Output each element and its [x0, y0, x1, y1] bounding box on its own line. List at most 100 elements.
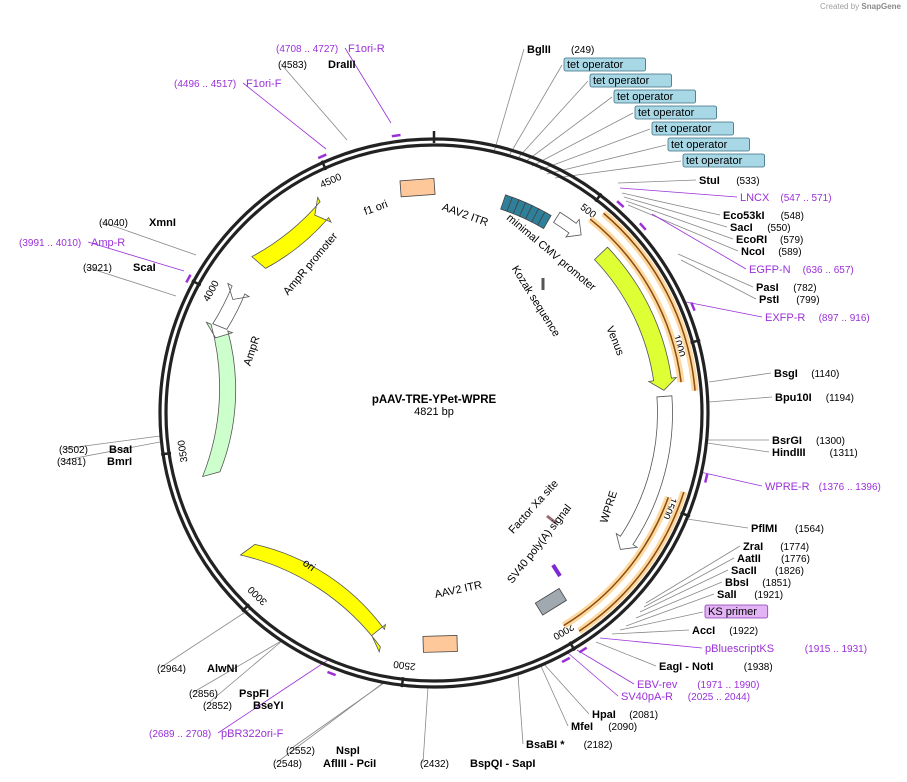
primer-ebv-rev[interactable]: EBV-rev(1971 .. 1990) [637, 679, 759, 691]
site-scai[interactable]: (3921)ScaI [83, 262, 156, 274]
site-mfei[interactable]: (2090)MfeI [571, 721, 637, 733]
site-bmri[interactable]: (3481)BmrI [57, 456, 132, 468]
site-bspqi-sapi[interactable]: (2432)BspQI - SapI [420, 758, 535, 770]
tet-operator-label[interactable]: tet operator [634, 105, 717, 120]
site-bsabi[interactable]: (2182)BsaBI * [526, 739, 613, 751]
site-bseyi[interactable]: (2852)BseYI [203, 700, 284, 712]
primer-pbr322ori-f[interactable]: pBR322ori-F(2689 .. 2708) [149, 728, 284, 740]
ks-primer-label[interactable]: KS primer [704, 604, 769, 619]
tet-operator-label[interactable]: tet operator [682, 153, 765, 168]
site-acci[interactable]: (1922)AccI [692, 625, 758, 637]
label-text: tet operator [617, 91, 674, 103]
label-text: KS primer [708, 606, 757, 618]
ori-label: ori [300, 557, 317, 574]
tet-operator-label[interactable]: tet operator [613, 89, 696, 104]
primer-range: (2025 .. 2044) [688, 692, 750, 703]
primer-f1ori-f[interactable]: F1ori-F(4496 .. 4517) [174, 78, 282, 90]
leader-line [344, 47, 392, 124]
site-name: BsaBI * [526, 739, 565, 751]
site-position: (1921) [754, 590, 783, 601]
ori-feature-arrow[interactable] [239, 543, 387, 654]
site-hpai[interactable]: (2081)HpaI [592, 709, 658, 721]
site-pspfi[interactable]: (2856)PspFI [189, 688, 269, 700]
leader-line [509, 64, 563, 155]
site-bsgi[interactable]: (1140)BsgI [774, 368, 839, 380]
site-position: (1851) [762, 578, 791, 589]
site-draiii[interactable]: (4583)DraIII [278, 59, 356, 71]
leader-line [61, 435, 161, 450]
site-psti[interactable]: (799)PstI [759, 294, 820, 306]
primer-wpre-r[interactable]: WPRE-R(1376 .. 1396) [765, 481, 881, 493]
site-hindiii[interactable]: (1311)HindIII [772, 447, 858, 459]
site-pflmi[interactable]: (1564)PflMI [751, 523, 824, 535]
tet-operator-label[interactable]: tet operator [589, 73, 672, 88]
primer-range: (1915 .. 1931) [805, 644, 867, 655]
aav2-itr-bottom-feature-box[interactable] [422, 635, 458, 653]
primer-exfp-r[interactable]: EXFP-R(897 .. 916) [765, 312, 870, 324]
site-eagi-noti[interactable]: (1938)EagI - NotI [659, 661, 773, 673]
venus-feature-arrow[interactable] [593, 246, 678, 391]
site-position: (1311) [830, 448, 858, 459]
site-name: SacI [730, 222, 753, 234]
tet-operator-label[interactable]: tet operator [563, 57, 646, 72]
primer-egfp-n[interactable]: EGFP-N(636 .. 657) [749, 264, 854, 276]
leader-line [191, 639, 284, 694]
site-bsrgi[interactable]: (1300)BsrGI [772, 435, 845, 447]
leader-line [554, 160, 682, 179]
site-name: BspQI - SapI [470, 758, 535, 770]
tet-operator-label[interactable]: tet operator [667, 137, 750, 152]
f1-ori-feature-arrow[interactable] [251, 196, 332, 269]
tick-label-3500: 3500 [176, 439, 190, 463]
watermark-prefix: Created by [820, 2, 860, 11]
site-saci[interactable]: (550)SacI [730, 222, 791, 234]
ampr-feature-arrow[interactable] [201, 321, 237, 478]
ampr-promoter-feature-arrow[interactable] [212, 282, 251, 330]
site-xmni[interactable]: (4040)XmnI [99, 217, 176, 229]
primer-name: LNCX [740, 192, 770, 204]
leader-line [621, 192, 721, 216]
primer-binding-mark [616, 200, 625, 208]
site-afliii-pcii[interactable]: (2548)AflIII - PciI [273, 758, 376, 770]
primer-f1ori-r[interactable]: F1ori-R(4708 .. 4727) [276, 43, 385, 55]
leader-line [623, 196, 728, 228]
tick-mark-4000 [191, 279, 202, 287]
label-text: tet operator [671, 139, 728, 151]
tick-label-2500: 2500 [392, 658, 416, 672]
site-nspi[interactable]: (2552)NspI [286, 745, 360, 757]
site-stui[interactable]: (533)StuI [699, 175, 760, 187]
site-ecori[interactable]: (579)EcoRI [736, 234, 803, 246]
primer-pbluescriptks[interactable]: pBluescriptKS(1915 .. 1931) [705, 643, 867, 655]
leader-line [59, 441, 161, 462]
wpre-feature-arrow[interactable] [615, 395, 673, 550]
site-eco53ki[interactable]: (548)Eco53kI [723, 210, 804, 222]
aav2-itr-top-feature-box[interactable] [399, 177, 436, 198]
label-box [563, 57, 646, 72]
primer-name: WPRE-R [765, 481, 810, 493]
site-name: EcoRI [736, 234, 767, 246]
site-sacii[interactable]: (1826)SacII [731, 565, 804, 577]
leader-line [517, 674, 524, 745]
primer-sv40pa-r[interactable]: SV40pA-R(2025 .. 2044) [621, 691, 750, 703]
site-position: (799) [796, 295, 819, 306]
primer-lncx[interactable]: LNCX(547 .. 571) [740, 192, 832, 204]
site-zrai[interactable]: (1774)ZraI [743, 541, 809, 553]
tet-operator-label[interactable]: tet operator [651, 121, 734, 136]
tick-mark-2000 [568, 641, 576, 652]
minimal-cmv-promoter-feature-arrow[interactable] [553, 211, 582, 238]
site-bsai[interactable]: (3502)BsaI [59, 444, 132, 456]
site-name: BglII [527, 44, 551, 56]
primer-amp-r[interactable]: Amp-R(3991 .. 4010) [19, 237, 125, 249]
site-bbsi[interactable]: (1851)BbsI [725, 577, 791, 589]
site-bpu10i[interactable]: (1194)Bpu10I [775, 392, 854, 404]
site-sali[interactable]: (1921)SalI [717, 589, 783, 601]
site-ncoi[interactable]: (589)NcoI [741, 246, 802, 258]
site-alwni[interactable]: (2964)AlwNI [157, 663, 238, 675]
site-pasi[interactable]: (782)PasI [756, 282, 817, 294]
plasmid-name: pAAV-TRE-YPet-WPRE [372, 394, 497, 406]
site-aatii[interactable]: (1776)AatII [737, 553, 810, 565]
sv40-polya-feature-box[interactable] [534, 587, 568, 616]
site-bglii[interactable]: (249)BglII [527, 44, 594, 56]
tet-operator-7-feature-box[interactable] [537, 211, 552, 230]
leader-line [87, 241, 185, 272]
